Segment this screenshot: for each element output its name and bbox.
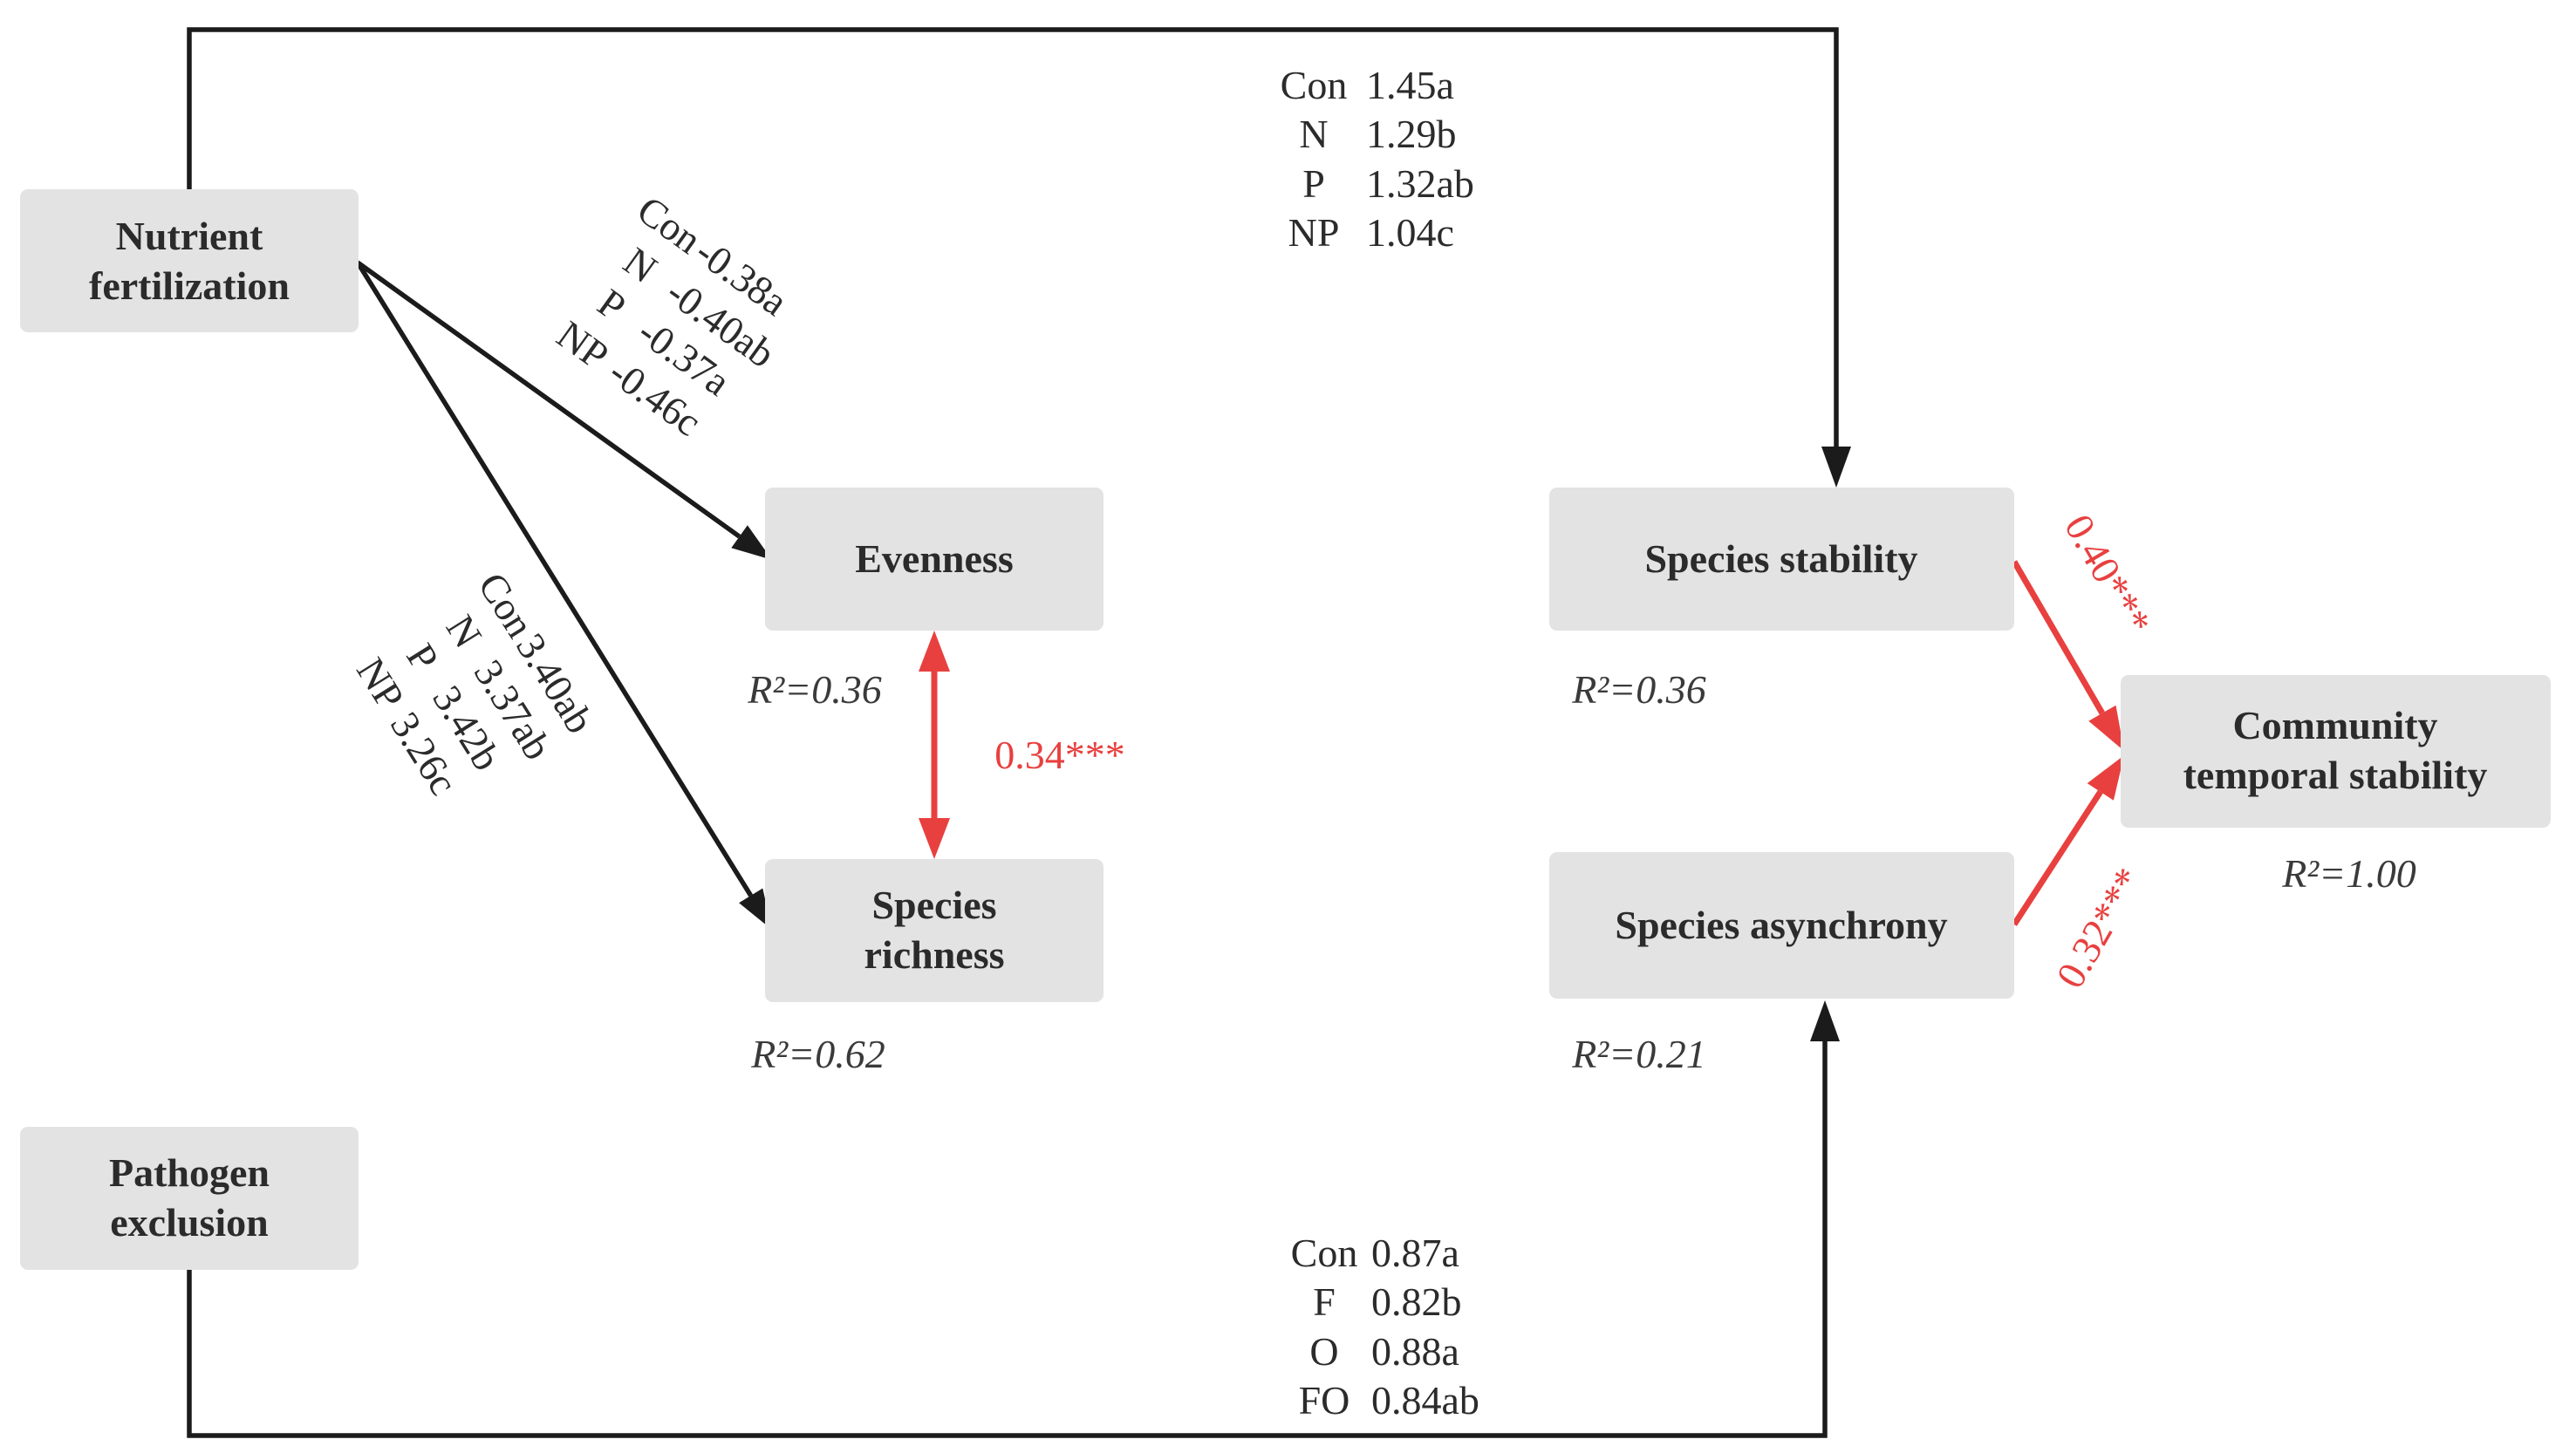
node-label-line: fertilization: [89, 263, 290, 308]
edge-nutrient-to-evenness: [356, 260, 772, 560]
edge-line: [355, 261, 754, 897]
stat-value: 0.82b: [1371, 1279, 1462, 1324]
coef-asynchrony-to-community: 0.32***: [2047, 860, 2151, 995]
stat-label: N: [438, 607, 491, 655]
stat-value: 1.32ab: [1366, 161, 1474, 206]
node-label-line: Species stability: [1644, 536, 1917, 581]
stat-label: FO: [1299, 1378, 1350, 1422]
stat-value: 1.45a: [1366, 63, 1454, 107]
node-box: [765, 488, 1104, 631]
edge-evenness-richness-correlation: [919, 631, 950, 859]
node-label-line: temporal stability: [2183, 753, 2488, 797]
arrowhead: [739, 888, 772, 930]
node-box: [1549, 852, 2014, 999]
stat-label: F: [1313, 1279, 1336, 1324]
stat-value: 1.04c: [1366, 210, 1454, 255]
node-label-line: Nutrient: [116, 214, 263, 258]
edge-line: [187, 27, 1839, 448]
edge-asynchrony-to-community: [2012, 755, 2124, 926]
edge-line: [2012, 789, 2103, 926]
arrowhead-up: [919, 631, 950, 672]
stat-value: 0.84ab: [1371, 1378, 1479, 1422]
edge-stability-to-community: [2011, 560, 2124, 751]
node-pathogen-exclusion: Pathogen exclusion: [20, 1127, 359, 1270]
stat-label: P: [1302, 161, 1325, 206]
stat-label: P: [590, 280, 634, 329]
node-box: [765, 859, 1104, 1002]
r-squared-label: R²=1.00: [2281, 851, 2415, 896]
edge-line: [187, 1040, 1828, 1438]
stat-value: 0.87a: [1371, 1231, 1459, 1275]
stat-label: Con: [1291, 1231, 1358, 1275]
stat-label: O: [1309, 1329, 1338, 1374]
stat-value: 1.29b: [1366, 112, 1457, 156]
r-squared-label: R²=0.21: [1571, 1032, 1705, 1076]
stats-nutrient-to-stability: Con 1.45a N 1.29b P 1.32ab NP 1.04c: [1281, 63, 1474, 255]
node-species-asynchrony: Species asynchrony R²=0.21: [1549, 852, 2014, 1076]
node-label-line: Evenness: [855, 536, 1013, 581]
stat-label: P: [398, 636, 448, 679]
node-evenness: Evenness R²=0.36: [747, 488, 1104, 712]
r-squared-label: R²=0.36: [1571, 667, 1705, 712]
arrowhead: [1810, 1000, 1840, 1041]
node-label-line: richness: [864, 932, 1005, 977]
stats-nutrient-to-evenness: Con -0.38a N -0.40ab P -0.37a NP -0.46c: [549, 187, 796, 444]
r-squared-label: R²=0.36: [747, 667, 881, 712]
r-squared-label: R²=0.62: [750, 1032, 885, 1076]
node-community-temporal-stability: Community temporal stability R²=1.00: [2121, 675, 2551, 896]
stat-label: N: [1299, 112, 1328, 156]
arrowhead-down: [919, 818, 950, 859]
edge-line: [2011, 560, 2105, 715]
node-label-line: Community: [2232, 703, 2437, 747]
edge-pathogen-to-asynchrony: [187, 1000, 1840, 1438]
stat-value: 0.88a: [1371, 1329, 1459, 1374]
node-box: [20, 189, 359, 332]
stat-label: NP: [1288, 210, 1340, 255]
arrowhead: [1821, 447, 1851, 488]
node-box: [1549, 488, 2014, 631]
stat-label: N: [616, 238, 666, 291]
edge-nutrient-to-richness: [355, 261, 772, 930]
node-species-richness: Species richness R²=0.62: [750, 859, 1104, 1076]
node-label-line: Species asynchrony: [1615, 903, 1947, 947]
edge-nutrient-to-stability: [187, 27, 1851, 488]
stat-label: Con: [1281, 63, 1348, 107]
node-label-line: Species: [871, 883, 996, 927]
arrowhead: [2087, 755, 2124, 801]
node-label-line: exclusion: [110, 1200, 268, 1245]
node-species-stability: Species stability R²=0.36: [1549, 488, 2014, 712]
arrowhead: [731, 525, 772, 560]
node-box: [2121, 675, 2551, 828]
node-nutrient-fertilization: Nutrient fertilization: [20, 189, 359, 332]
arrowhead: [2088, 705, 2124, 751]
stats-pathogen-to-asynchrony: Con 0.87a F 0.82b O 0.88a FO 0.84ab: [1291, 1231, 1479, 1422]
stats-nutrient-to-richness: Con 3.40ab N 3.37ab P 3.42b NP 3.26c: [348, 565, 603, 803]
node-box: [20, 1127, 359, 1270]
coef-evenness-richness: 0.34***: [994, 733, 1125, 777]
node-label-line: Pathogen: [109, 1150, 270, 1195]
coef-stability-to-community: 0.40***: [2056, 507, 2160, 642]
edge-line: [356, 260, 741, 539]
